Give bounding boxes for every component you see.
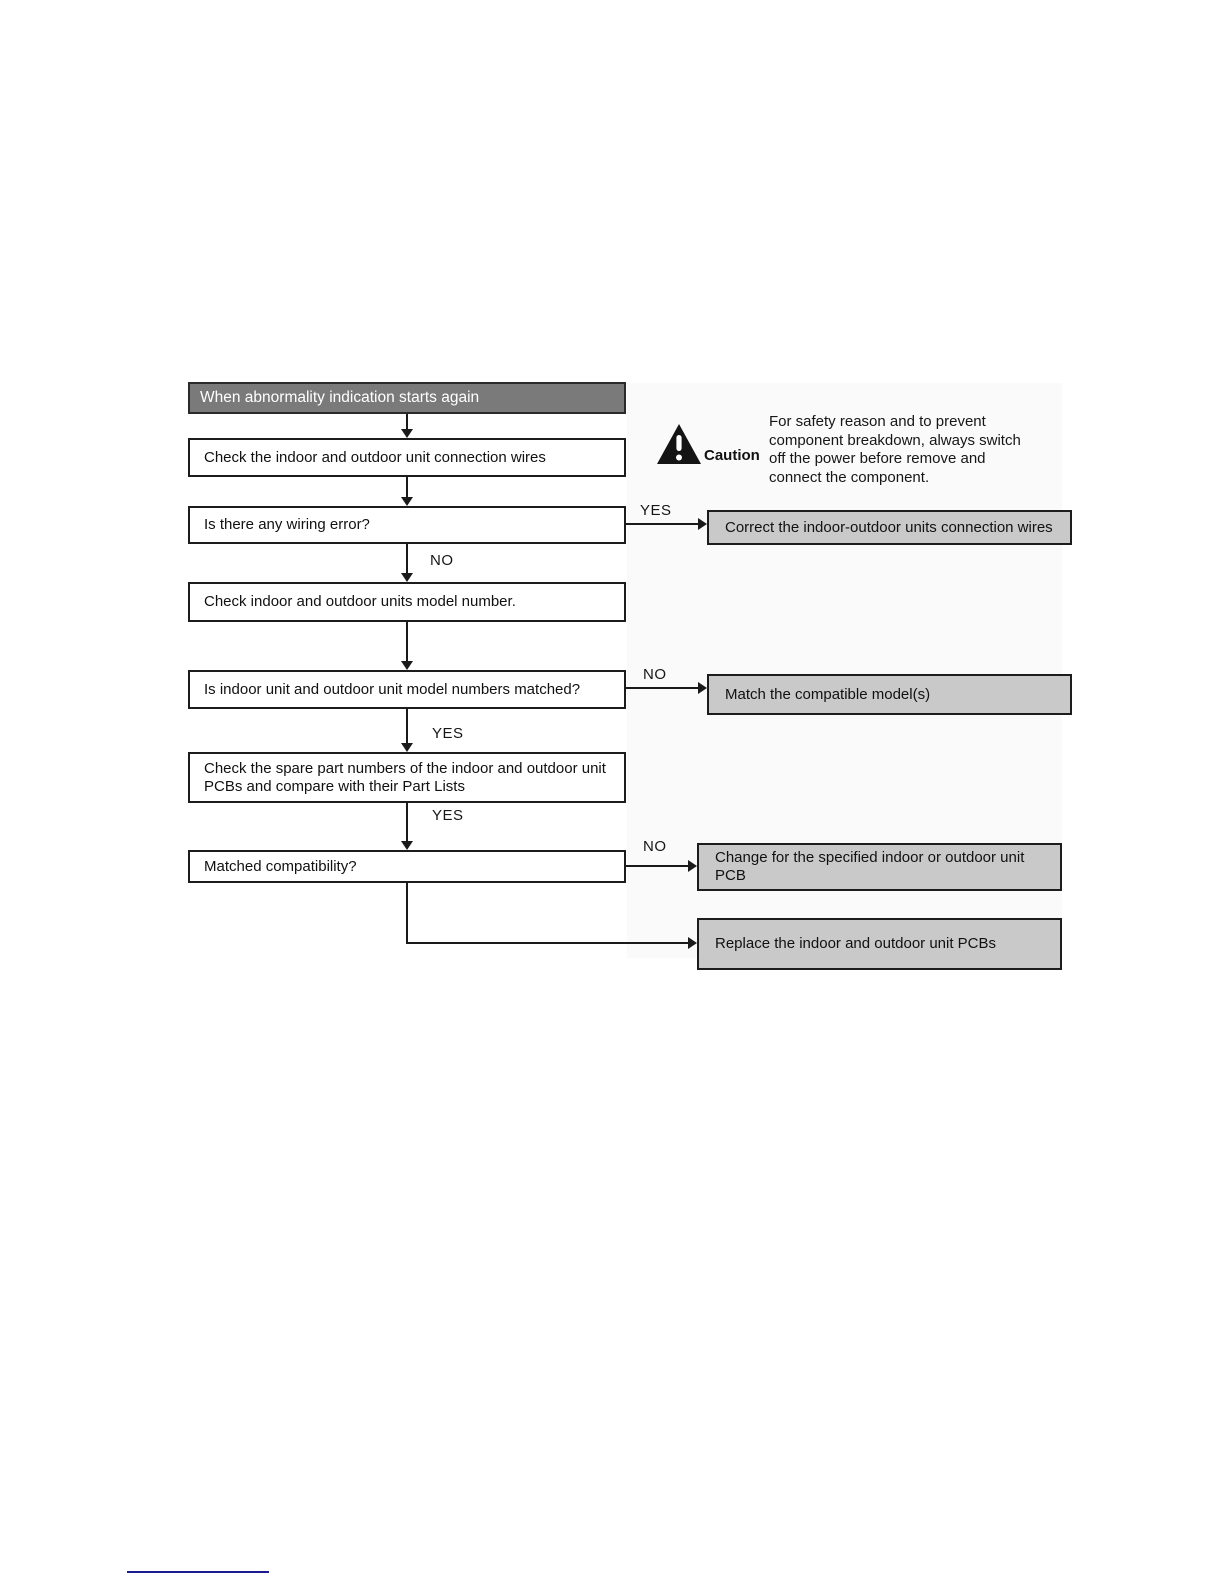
- arrow-right-icon: [688, 937, 697, 949]
- branch-label-yes: YES: [432, 807, 464, 824]
- flow-line: [626, 865, 688, 867]
- flow-node-check-model-label: Check indoor and outdoor units model num…: [204, 593, 516, 610]
- arrow-right-icon: [698, 518, 707, 530]
- flow-node-match-model-label: Match the compatible model(s): [725, 685, 931, 703]
- flow-node-change-pcb-label: Change for the specified indoor or outdo…: [715, 849, 1025, 884]
- warning-triangle-icon: [655, 422, 703, 471]
- flow-line: [406, 544, 408, 573]
- flow-node-model-matched-label: Is indoor unit and outdoor unit model nu…: [204, 680, 581, 698]
- caution-label: Caution: [704, 447, 760, 464]
- flow-node-start: When abnormality indication starts again: [188, 382, 626, 414]
- flow-node-check-wires: Check the indoor and outdoor unit connec…: [188, 438, 626, 477]
- flow-line: [626, 523, 698, 525]
- flow-node-correct-wires-label: Correct the indoor-outdoor units connect…: [725, 518, 1053, 536]
- flow-node-check-model: Check indoor and outdoor units model num…: [188, 582, 626, 622]
- branch-label-no: NO: [643, 838, 667, 855]
- flow-node-correct-wires: Correct the indoor-outdoor units connect…: [707, 510, 1072, 545]
- flow-node-check-spare: Check the spare part numbers of the indo…: [188, 752, 626, 803]
- branch-label-yes: YES: [640, 502, 672, 519]
- footer-rule: [127, 1571, 269, 1573]
- arrow-down-icon: [401, 743, 413, 752]
- branch-label-yes: YES: [432, 725, 464, 742]
- flow-node-start-label: When abnormality indication starts again: [200, 389, 480, 406]
- arrow-right-icon: [698, 682, 707, 694]
- flow-node-check-wires-label: Check the indoor and outdoor unit connec…: [204, 448, 546, 466]
- caution-text: For safety reason and to prevent compone…: [769, 413, 1021, 486]
- flow-node-replace-pcbs-label: Replace the indoor and outdoor unit PCBs: [715, 935, 997, 952]
- branch-label-no: NO: [430, 552, 454, 569]
- flow-node-model-matched: Is indoor unit and outdoor unit model nu…: [188, 670, 626, 709]
- flow-line: [406, 709, 408, 743]
- flow-node-check-spare-label: Check the spare part numbers of the indo…: [204, 759, 606, 795]
- arrow-down-icon: [401, 497, 413, 506]
- arrow-right-icon: [688, 860, 697, 872]
- branch-label-no: NO: [643, 666, 667, 683]
- arrow-down-icon: [401, 573, 413, 582]
- flow-line: [406, 477, 408, 497]
- flow-node-match-model: Match the compatible model(s): [707, 674, 1072, 715]
- flow-line: [626, 687, 698, 689]
- flow-line: [406, 803, 408, 841]
- flow-line: [406, 942, 688, 944]
- flow-node-matched-compat: Matched compatibility?: [188, 850, 626, 883]
- flow-line: [406, 622, 408, 661]
- flow-line: [406, 414, 408, 429]
- arrow-down-icon: [401, 429, 413, 438]
- flow-node-wiring-error: Is there any wiring error?: [188, 506, 626, 544]
- flow-node-replace-pcbs: Replace the indoor and outdoor unit PCBs: [697, 918, 1062, 970]
- flow-line: [406, 883, 408, 944]
- arrow-down-icon: [401, 661, 413, 670]
- flow-node-wiring-error-label: Is there any wiring error?: [204, 516, 370, 533]
- flow-node-change-pcb: Change for the specified indoor or outdo…: [697, 843, 1062, 891]
- flow-node-matched-compat-label: Matched compatibility?: [204, 857, 357, 875]
- arrow-down-icon: [401, 841, 413, 850]
